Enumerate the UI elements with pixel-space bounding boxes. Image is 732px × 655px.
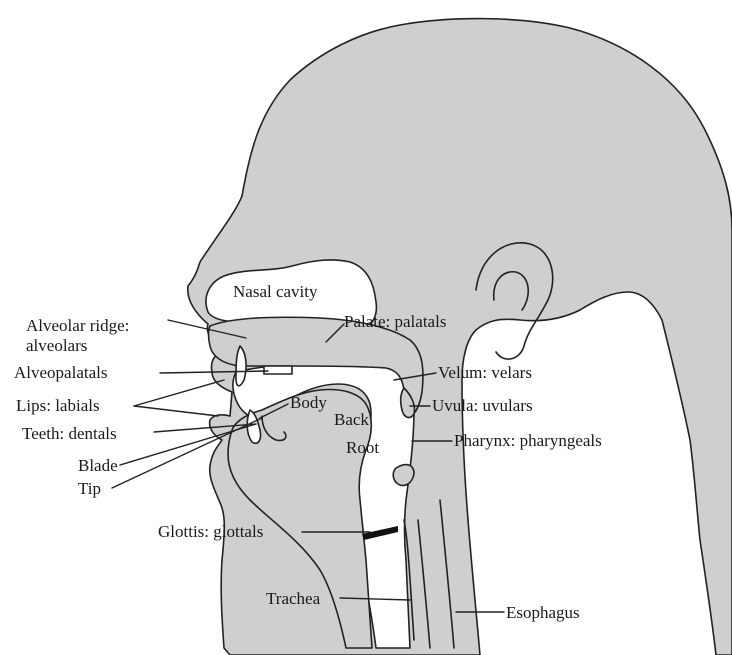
- label-lips: Lips: labials: [16, 396, 100, 415]
- label-palate: Palate: palatals: [344, 312, 446, 331]
- label-back: Back: [334, 410, 369, 429]
- label-pharynx: Pharynx: pharyngeals: [454, 431, 602, 450]
- label-body: Body: [290, 393, 327, 412]
- label-alveolar-ridge-line1: Alveolar ridge:: [26, 316, 129, 335]
- label-tip: Tip: [78, 479, 101, 498]
- label-blade: Blade: [78, 456, 118, 475]
- leader-lips-b: [134, 406, 218, 416]
- label-velum: Velum: velars: [438, 363, 532, 382]
- label-teeth: Teeth: dentals: [22, 424, 117, 443]
- alveolar-marker: [264, 366, 292, 374]
- epiglottis-shape: [393, 465, 414, 486]
- label-uvula: Uvula: uvulars: [432, 396, 533, 415]
- leader-lips-a: [134, 380, 224, 406]
- label-glottis: Glottis: glottals: [158, 522, 263, 541]
- upper-teeth: [236, 346, 246, 386]
- label-nasal-cavity: Nasal cavity: [233, 282, 318, 301]
- label-alveopalatals: Alveopalatals: [14, 363, 107, 382]
- label-alveolar-ridge-line2: alveolars: [26, 336, 87, 355]
- label-trachea: Trachea: [266, 589, 320, 608]
- label-esophagus: Esophagus: [506, 603, 580, 622]
- label-root: Root: [346, 438, 379, 457]
